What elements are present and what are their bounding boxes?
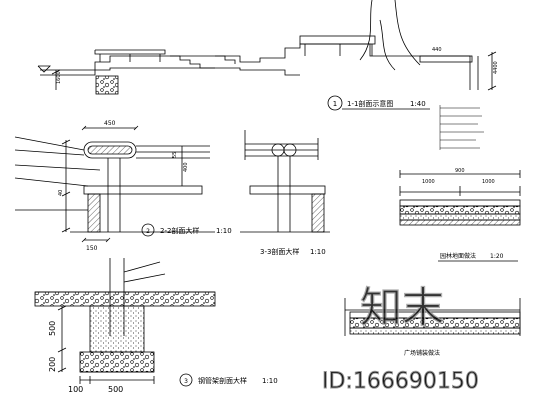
detail-2-2-number: 2 <box>146 228 150 235</box>
detail-2-2 <box>14 125 215 243</box>
detail-footing-number: 3 <box>184 378 188 385</box>
dim-100: 100 <box>68 385 83 394</box>
detail-footing-number-circle <box>179 373 193 387</box>
watermark-id: ID:166690150 <box>322 369 479 394</box>
watermark: 知末 ID:166690150 <box>322 282 480 394</box>
dim-200-vertical: 200 <box>48 357 57 372</box>
section-1-1-number-circle <box>327 95 343 111</box>
section-1-1-scale: 1:40 <box>410 100 426 108</box>
dim-400: 400 <box>183 162 189 172</box>
dim-500-vertical: 500 <box>48 321 57 336</box>
section-1-1 <box>37 0 497 95</box>
detail-2-2-title: 2-2剖面大样 <box>160 226 199 235</box>
detail-paving-title: 园林地面做法 <box>440 252 476 260</box>
detail-2-2-number-circle <box>141 223 155 237</box>
section-1-1-leader-notes <box>439 105 484 150</box>
dim-150: 150 <box>86 245 98 252</box>
detail-2-2-scale: 1:10 <box>216 227 232 235</box>
dim-450: 450 <box>104 120 116 127</box>
dim-40: 40 <box>58 190 64 196</box>
dim-440: 440 <box>432 47 442 53</box>
detail-paving-scale: 1:20 <box>490 253 504 260</box>
dim-1000-b: 1000 <box>482 179 495 185</box>
detail-3-3 <box>240 130 330 233</box>
detail-paving <box>399 170 521 226</box>
detail-steel-footing <box>34 258 216 384</box>
watermark-logo: 知末 <box>360 283 444 332</box>
detail-footing-scale: 1:10 <box>262 377 278 385</box>
dim-1600: 1600 <box>56 71 62 84</box>
dim-900: 900 <box>455 168 465 174</box>
section-1-1-title: 1-1剖面示意图 <box>347 99 393 108</box>
detail-plaza-paving <box>344 298 521 336</box>
detail-plaza-title: 广场铺装做法 <box>404 349 440 357</box>
dim-1000-a: 1000 <box>422 179 435 185</box>
section-1-1-number: 1 <box>333 100 337 108</box>
dim-55: 55 <box>172 152 178 158</box>
detail-footing-title: 钢管架剖面大样 <box>198 376 247 385</box>
detail-3-3-scale: 1:10 <box>310 248 326 256</box>
dim-4400: 4400 <box>493 61 499 74</box>
detail-3-3-title: 3-3剖面大样 <box>260 247 299 256</box>
dim-500-horizontal: 500 <box>108 385 123 394</box>
